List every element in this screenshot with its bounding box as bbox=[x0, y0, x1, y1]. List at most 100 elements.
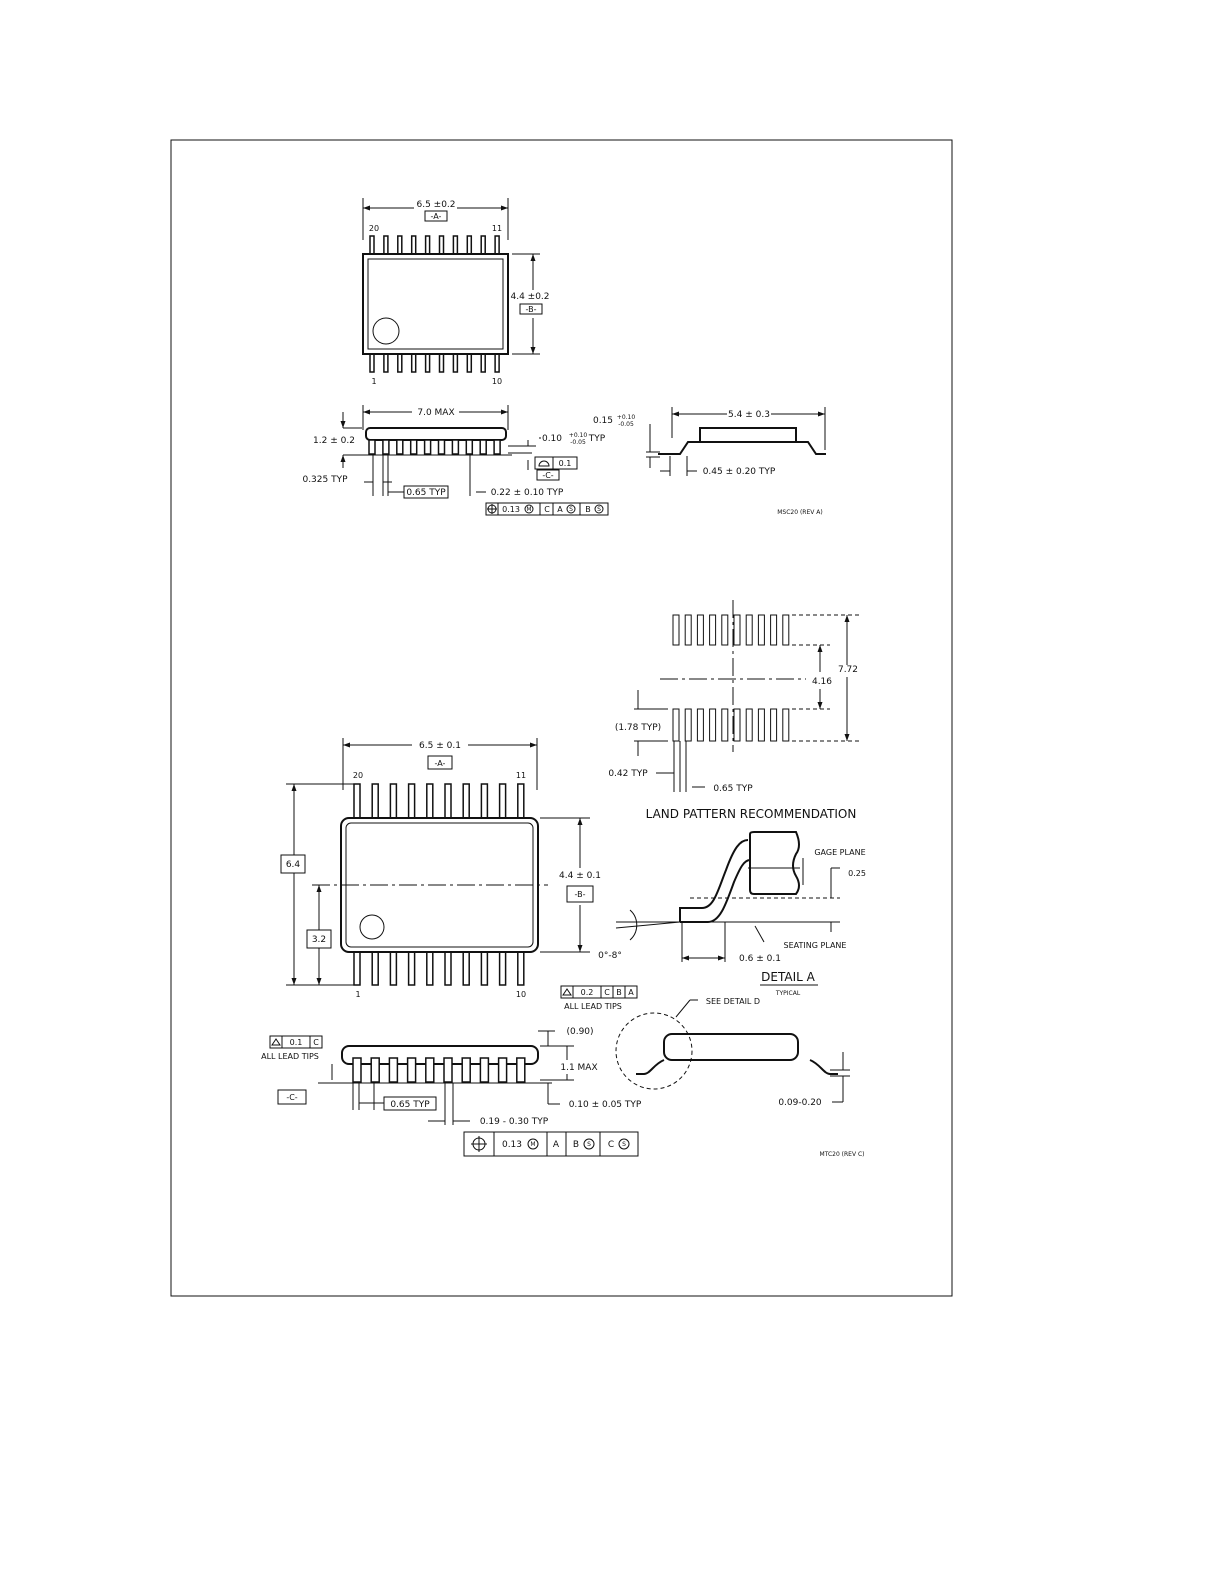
see-detail-label: SEE DETAIL D bbox=[706, 997, 760, 1006]
tol-typ: TYP bbox=[588, 434, 606, 444]
lead bbox=[516, 1057, 526, 1083]
datum-ref: A bbox=[553, 1140, 560, 1150]
lead bbox=[406, 1057, 417, 1083]
datum-ref: A bbox=[628, 988, 634, 997]
rfs-symbol: S bbox=[587, 1141, 591, 1148]
land-pad bbox=[672, 614, 680, 646]
top-package-view: 6.5 ±0.2 -A- 20 11 1 10 4.4 ±0.2 -B- bbox=[362, 198, 550, 386]
lead bbox=[424, 353, 431, 373]
lead bbox=[407, 951, 416, 986]
detail-a: 0°-8° GAGE PLANE 0.25 SEATING PLANE 0.6 … bbox=[598, 831, 866, 997]
lead bbox=[465, 439, 474, 455]
lead bbox=[353, 951, 361, 986]
lead bbox=[462, 783, 470, 819]
bottom-tips-tol: 0.2 bbox=[581, 988, 594, 997]
bottom-overall-dim: 6.4 bbox=[286, 860, 301, 870]
datum-ref: B bbox=[616, 988, 622, 997]
top-width-dim: 6.5 ±0.2 bbox=[416, 200, 455, 210]
bottom-end-view: SEE DETAIL D 0.09-0.20 MTC20 (REV C) bbox=[615, 997, 865, 1158]
top-pitch-325: 0.325 TYP bbox=[302, 475, 348, 485]
lead bbox=[494, 353, 500, 373]
lead bbox=[423, 439, 432, 455]
lead bbox=[438, 235, 445, 255]
land-pad bbox=[684, 614, 692, 646]
lead bbox=[480, 951, 489, 986]
rfs-symbol: S bbox=[597, 506, 601, 513]
lead bbox=[407, 783, 416, 819]
land-pad bbox=[770, 614, 778, 646]
bottom-half-dim: 3.2 bbox=[312, 935, 326, 945]
top-pin-10: 10 bbox=[492, 377, 502, 386]
lead bbox=[426, 951, 434, 986]
bottom-datum-a: -A- bbox=[435, 759, 446, 768]
datum-ref: C bbox=[544, 505, 550, 514]
bottom-pitch: 0.65 TYP bbox=[390, 1100, 430, 1110]
bottom-package-view: 6.5 ± 0.1 -A- 20 11 1 10 6.4 3.2 4.4 ± 0… bbox=[280, 738, 638, 1011]
rfs-symbol: S bbox=[622, 1141, 626, 1148]
top-body bbox=[362, 253, 509, 355]
top-pos-tol: 0.13 bbox=[502, 505, 520, 514]
lead bbox=[479, 1057, 490, 1083]
top-lead-thickness: 0.15 bbox=[593, 416, 613, 426]
tol-upper: +0.10 bbox=[569, 432, 588, 439]
tol-upper: +0.10 bbox=[617, 414, 636, 421]
land-pad-width: 0.42 TYP bbox=[608, 769, 648, 779]
lead bbox=[480, 353, 486, 373]
detail-seating-plane: SEATING PLANE bbox=[784, 941, 847, 950]
lead bbox=[397, 353, 403, 373]
bottom-pos-tol: 0.13 bbox=[502, 1140, 522, 1150]
datum-ref: B bbox=[573, 1140, 579, 1150]
lead bbox=[353, 783, 361, 819]
mmc-symbol: M bbox=[530, 1141, 535, 1148]
lead bbox=[426, 783, 434, 819]
land-title: LAND PATTERN RECOMMENDATION bbox=[646, 807, 857, 821]
top-standoff: 0.10 bbox=[542, 434, 562, 444]
lead bbox=[479, 439, 487, 455]
top-datum-a: -A- bbox=[431, 212, 442, 221]
land-pitch: 0.65 TYP bbox=[713, 784, 753, 794]
lead bbox=[368, 439, 376, 455]
land-pad bbox=[745, 614, 753, 646]
lead bbox=[388, 1057, 399, 1083]
tol-lower: -0.05 bbox=[570, 439, 586, 446]
top-pin-11: 11 bbox=[492, 224, 502, 233]
lead bbox=[389, 951, 398, 986]
lead bbox=[444, 951, 452, 986]
lead bbox=[410, 235, 417, 255]
land-pad bbox=[782, 614, 790, 646]
lead bbox=[371, 783, 379, 819]
bottom-datum-c: -C- bbox=[286, 1093, 297, 1102]
lead bbox=[497, 1057, 508, 1083]
land-pad bbox=[757, 614, 765, 646]
land-pad bbox=[770, 708, 778, 742]
top-max-len: 7.0 MAX bbox=[417, 408, 454, 418]
top-pin-1: 1 bbox=[371, 377, 376, 386]
bottom-pin-11: 11 bbox=[516, 771, 526, 780]
datum-ref: B bbox=[585, 505, 591, 514]
lead bbox=[352, 1057, 362, 1083]
land-pad-length: (1.78 TYP) bbox=[615, 723, 661, 733]
bottom-tips-tol2: 0.1 bbox=[290, 1038, 303, 1047]
bottom-height-dim: 4.4 ± 0.1 bbox=[559, 871, 601, 881]
bottom-width-dim: 6.5 ± 0.1 bbox=[419, 741, 461, 751]
lead bbox=[438, 353, 445, 373]
lead bbox=[498, 951, 507, 986]
detail-foot-length: 0.6 ± 0.1 bbox=[739, 954, 781, 964]
top-side-view: 7.0 MAX 1.2 ± 0.2 0.325 TYP 0.65 TYP 0.2… bbox=[302, 405, 609, 516]
lead bbox=[437, 439, 446, 455]
bottom-lead-width: 0.19 - 0.30 TYP bbox=[480, 1117, 549, 1127]
top-drawing-ref: MSC20 (REV A) bbox=[777, 509, 822, 516]
land-pad bbox=[757, 708, 765, 742]
land-pad bbox=[721, 708, 729, 742]
top-datum-b: -B- bbox=[526, 305, 537, 314]
bottom-pin1-marker bbox=[359, 914, 385, 940]
top-flatness: 0.1 bbox=[559, 459, 572, 468]
bottom-drawing-ref: MTC20 (REV C) bbox=[819, 1151, 864, 1158]
lead bbox=[410, 353, 417, 373]
lead bbox=[396, 439, 404, 455]
detail-subtitle: TYPICAL bbox=[775, 990, 801, 997]
lead bbox=[369, 235, 375, 255]
bottom-datum-b: -B- bbox=[575, 890, 586, 899]
land-pad bbox=[696, 708, 704, 742]
